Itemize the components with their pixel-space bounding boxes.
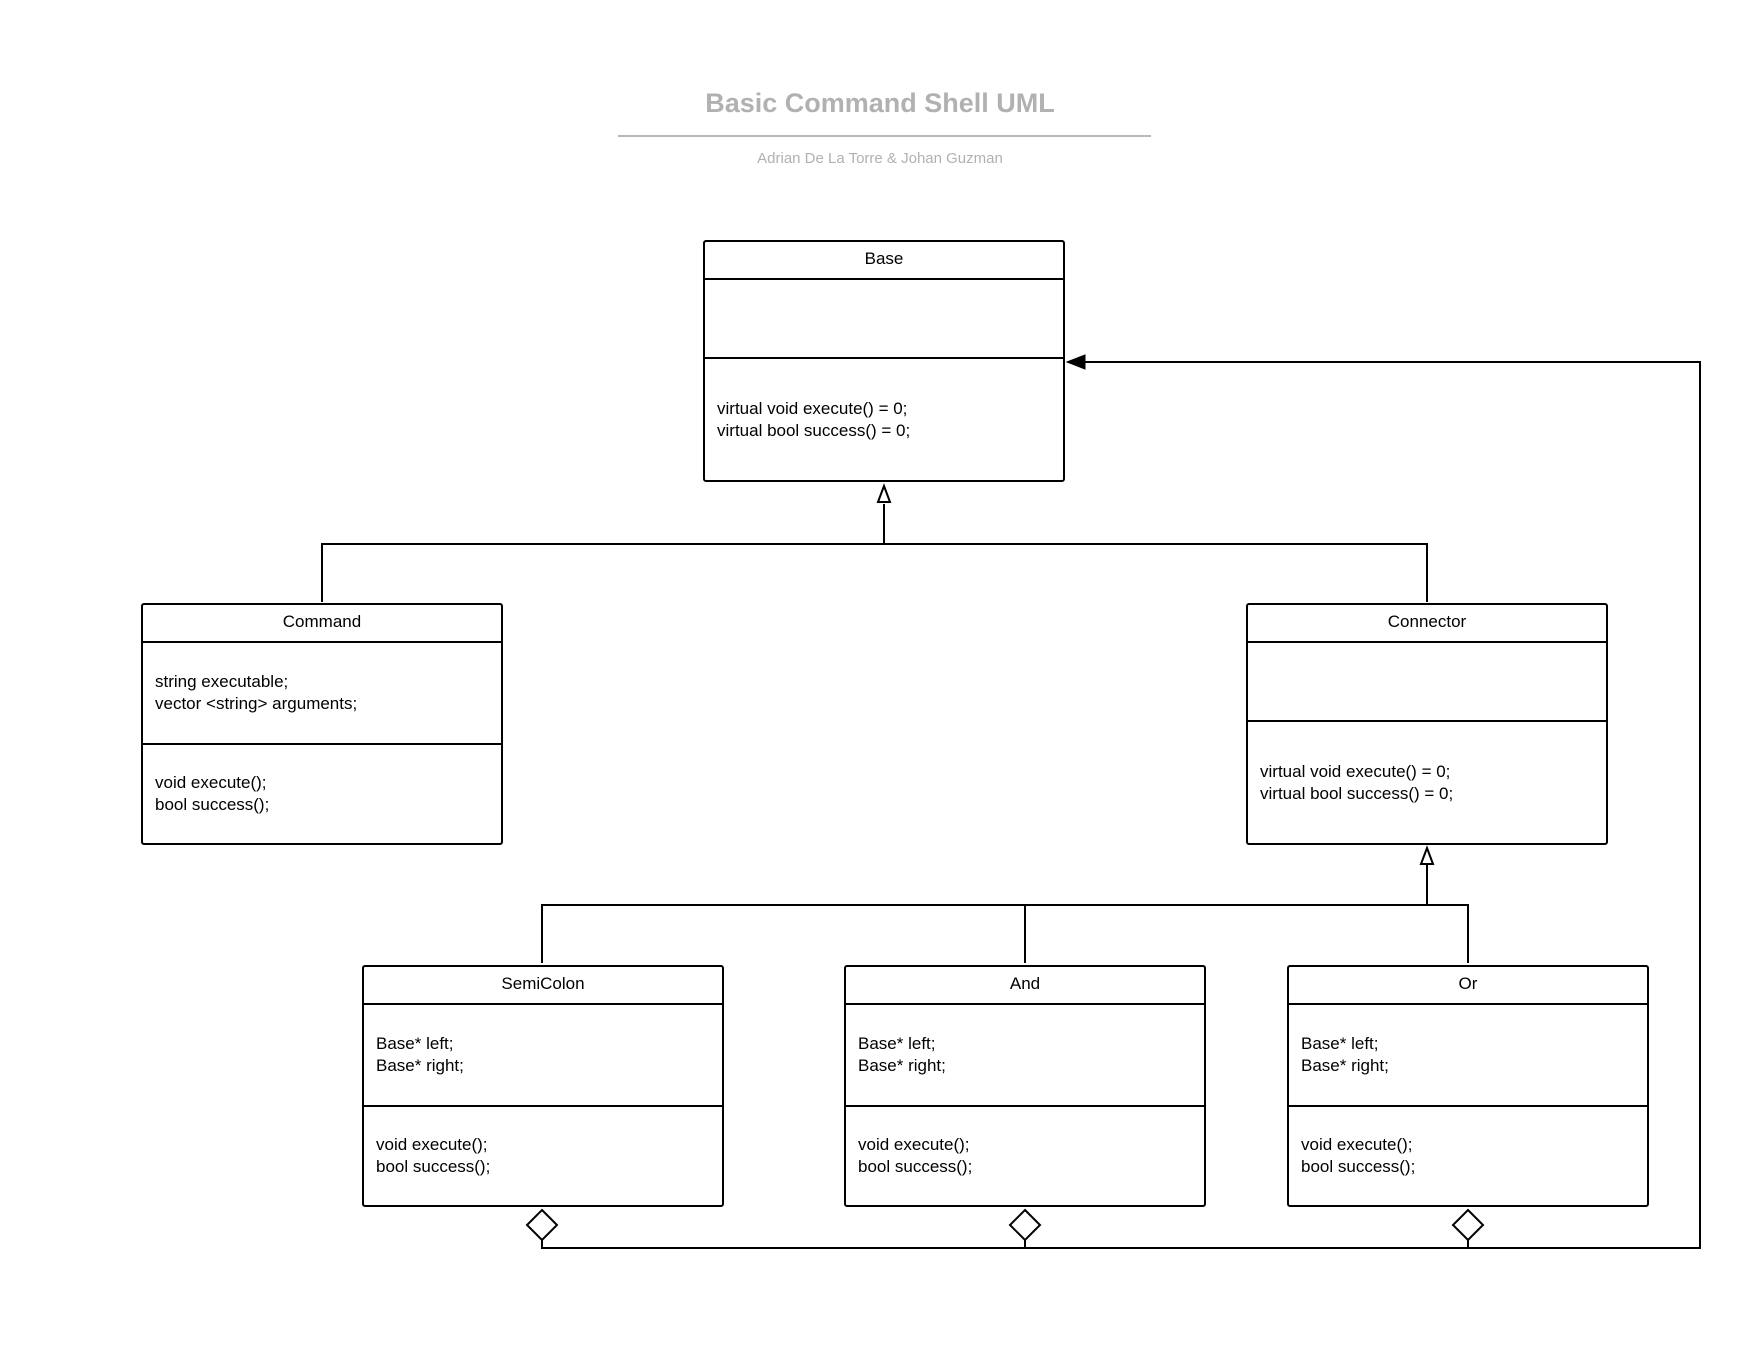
class-operations: void execute(); bool success();: [846, 1107, 1204, 1205]
operation: virtual bool success() = 0;: [717, 420, 911, 440]
attribute: Base* left;: [376, 1034, 454, 1053]
class-attributes: [705, 280, 1063, 359]
class-attributes: [1248, 643, 1606, 722]
operation: void execute();: [376, 1135, 488, 1154]
class-name: Connector: [1248, 605, 1606, 643]
aggregation-diamond-or: [1451, 1208, 1485, 1242]
class-base[interactable]: Base virtual void execute() = 0; virtual…: [703, 240, 1065, 482]
operation: bool success();: [858, 1157, 973, 1176]
generalization-arrowhead-base: [876, 483, 892, 503]
class-attributes: string executable; vector <string> argum…: [143, 643, 501, 745]
class-name: SemiColon: [364, 967, 722, 1005]
class-connector[interactable]: Connector virtual void execute() = 0; vi…: [1246, 603, 1608, 845]
edge-semicolon-to-connector: [541, 865, 1428, 963]
attribute: Base* left;: [1301, 1034, 1379, 1053]
operation: bool success();: [155, 795, 270, 814]
title-divider: [618, 135, 1151, 137]
class-operations: void execute(); bool success();: [364, 1107, 722, 1205]
attribute: Base* right;: [1301, 1056, 1389, 1075]
operation: void execute();: [1301, 1135, 1413, 1154]
generalization-arrowhead-connector: [1419, 845, 1435, 865]
class-operations: virtual void execute() = 0; virtual bool…: [1248, 722, 1606, 843]
aggregation-diamond-semicolon: [525, 1208, 559, 1242]
attribute: Base* left;: [858, 1034, 936, 1053]
operation: virtual void execute() = 0;: [717, 398, 908, 418]
class-name: Base: [705, 242, 1063, 280]
aggregation-diamond-and: [1008, 1208, 1042, 1242]
class-attributes: Base* left; Base* right;: [364, 1005, 722, 1107]
class-and[interactable]: And Base* left; Base* right; void execut…: [844, 965, 1206, 1207]
attribute: Base* right;: [376, 1056, 464, 1075]
class-name: Command: [143, 605, 501, 643]
edge-connector-to-base: [884, 543, 1428, 602]
edge-command-to-base: [321, 504, 885, 602]
class-operations: virtual void execute() = 0; virtual bool…: [705, 359, 1063, 480]
class-semicolon[interactable]: SemiColon Base* left; Base* right; void …: [362, 965, 724, 1207]
edge-aggregation-bus: [541, 361, 1701, 1249]
diagram-title: Basic Command Shell UML: [705, 88, 1055, 118]
class-name: And: [846, 967, 1204, 1005]
operation: void execute();: [155, 773, 267, 792]
operation: virtual bool success() = 0;: [1260, 783, 1454, 803]
class-attributes: Base* left; Base* right;: [1289, 1005, 1647, 1107]
class-operations: void execute(); bool success();: [1289, 1107, 1647, 1205]
class-name: Or: [1289, 967, 1647, 1005]
operation: bool success();: [1301, 1157, 1416, 1176]
operation: void execute();: [858, 1135, 970, 1154]
operation: bool success();: [376, 1157, 491, 1176]
class-attributes: Base* left; Base* right;: [846, 1005, 1204, 1107]
attribute: string executable;: [155, 672, 289, 691]
attribute: Base* right;: [858, 1056, 946, 1075]
class-or[interactable]: Or Base* left; Base* right; void execute…: [1287, 965, 1649, 1207]
attribute: vector <string> arguments;: [155, 694, 358, 713]
class-operations: void execute(); bool success();: [143, 745, 501, 843]
edge-or-to-connector: [1427, 904, 1469, 963]
diagram-subtitle: Adrian De La Torre & Johan Guzman: [757, 150, 1003, 167]
association-arrowhead-base: [1065, 354, 1086, 370]
operation: virtual void execute() = 0;: [1260, 761, 1451, 781]
class-command[interactable]: Command string executable; vector <strin…: [141, 603, 503, 845]
